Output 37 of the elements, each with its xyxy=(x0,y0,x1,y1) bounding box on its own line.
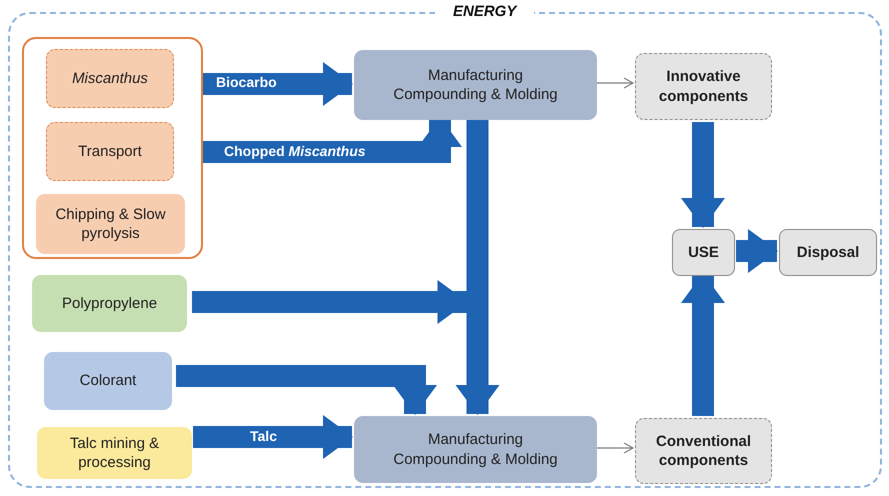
process-box xyxy=(46,49,174,108)
node-label: Miscanthus xyxy=(72,68,148,88)
block-arrow xyxy=(201,62,353,106)
input-box xyxy=(32,275,187,332)
node-label: Chipping & Slow pyrolysis xyxy=(54,204,167,244)
process-box xyxy=(46,122,174,181)
node-label: Colorant xyxy=(80,371,136,391)
node-label: Conventional components xyxy=(654,432,752,470)
process-box xyxy=(779,229,877,276)
node-label: Disposal xyxy=(796,242,860,262)
group-box xyxy=(22,37,203,259)
process-box xyxy=(354,50,597,120)
node-label: Polypropylene xyxy=(62,294,158,314)
arrow xyxy=(595,77,634,89)
input-box xyxy=(44,352,172,410)
node-label: Manufacturing Compounding & Molding xyxy=(392,430,559,469)
block-arrow xyxy=(681,273,725,416)
product-box xyxy=(635,53,772,120)
block-arrow xyxy=(681,122,725,228)
node-label: Manufacturing Compounding & Molding xyxy=(392,66,559,104)
block-arrow xyxy=(192,280,468,324)
block-arrow xyxy=(201,117,462,163)
arrow xyxy=(595,442,634,454)
block-arrow xyxy=(193,415,353,459)
block-arrow xyxy=(176,365,437,415)
edge-label: Chopped Miscanthus xyxy=(222,143,368,160)
process-box xyxy=(354,416,597,483)
node-label: Innovative components xyxy=(658,67,750,106)
block-arrow xyxy=(736,229,778,273)
process-box xyxy=(36,194,185,254)
block-arrow xyxy=(456,118,500,415)
node-label: USE xyxy=(688,242,719,262)
process-box xyxy=(672,229,735,276)
input-box xyxy=(37,427,192,479)
product-box xyxy=(635,418,772,484)
node-label: Talc mining & processing xyxy=(68,434,160,472)
node-label: Transport xyxy=(78,142,142,162)
